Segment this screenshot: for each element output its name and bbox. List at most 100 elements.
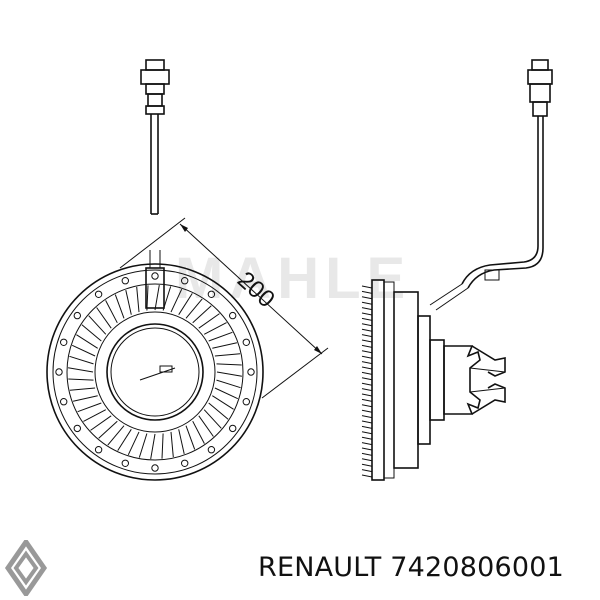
cooling-fin xyxy=(81,324,102,342)
cooling-fin xyxy=(154,285,160,311)
rim-bolt xyxy=(247,368,255,376)
side-fin xyxy=(361,447,373,451)
rim-bolt xyxy=(229,311,237,320)
cooling-fin xyxy=(185,425,196,450)
side-fin xyxy=(361,312,373,316)
side-fin xyxy=(361,323,373,327)
side-fin xyxy=(361,350,373,354)
cooling-fin xyxy=(214,387,239,400)
cooling-fin xyxy=(125,289,132,315)
side-fin xyxy=(361,458,373,462)
side-fin xyxy=(361,436,373,440)
cooling-fin xyxy=(107,425,125,446)
brand-name: RENAULT xyxy=(258,552,382,583)
front-sensor xyxy=(140,59,170,215)
cooling-fin xyxy=(216,379,241,389)
cooling-fin xyxy=(216,363,242,366)
cooling-fin xyxy=(198,313,220,329)
watermark: MAHLE xyxy=(175,246,411,311)
cooling-fin xyxy=(170,288,183,313)
side-fin xyxy=(361,301,373,305)
cooling-fin xyxy=(88,315,107,335)
side-view-fan-clutch xyxy=(361,279,506,481)
side-fin xyxy=(361,415,373,419)
side-fin xyxy=(361,296,373,300)
side-fin xyxy=(361,382,373,386)
side-fin xyxy=(361,409,373,413)
side-fin xyxy=(361,452,373,456)
cooling-fin xyxy=(69,355,94,365)
rim-bolt xyxy=(242,338,251,346)
cooling-fin xyxy=(68,367,94,373)
rim-bolt xyxy=(94,446,103,454)
front-view-fan-clutch xyxy=(46,250,264,481)
cooling-fin xyxy=(138,433,148,458)
rim-bolt xyxy=(94,290,103,298)
side-fin xyxy=(361,398,373,402)
rim-bolt xyxy=(207,446,216,454)
rim-bolt xyxy=(60,398,68,406)
cooling-fin xyxy=(150,433,156,459)
side-fin xyxy=(361,463,373,467)
cooling-fin xyxy=(71,344,96,357)
side-fin xyxy=(361,469,373,473)
renault-logo-icon xyxy=(4,540,48,596)
cooling-fin xyxy=(203,322,227,335)
side-fin xyxy=(361,307,373,311)
rim-bolt xyxy=(207,290,216,298)
cooling-fin xyxy=(72,395,98,402)
cooling-fin xyxy=(96,307,112,329)
cooling-fin xyxy=(76,334,98,349)
side-sensor xyxy=(429,59,553,311)
side-fin xyxy=(361,334,373,338)
side-fin xyxy=(361,361,373,365)
rim-bolt xyxy=(181,277,189,285)
side-fin xyxy=(361,290,373,294)
rim-bolt xyxy=(73,424,82,433)
side-fin xyxy=(361,404,373,408)
cooling-fin xyxy=(146,285,149,311)
side-fin xyxy=(361,344,373,348)
cooling-fin xyxy=(77,402,102,413)
rim-bolt xyxy=(181,459,189,467)
cooling-fin xyxy=(117,429,132,451)
cooling-fin xyxy=(90,415,112,431)
cooling-fin xyxy=(216,371,242,377)
side-fin xyxy=(361,366,373,370)
side-fin xyxy=(361,388,373,392)
cooling-fin xyxy=(136,286,140,313)
part-number: 7420806001 xyxy=(390,552,565,583)
cooling-fin xyxy=(192,420,205,444)
cooling-fin xyxy=(161,433,164,459)
cooling-fin xyxy=(114,294,125,319)
rim-bolt xyxy=(229,424,237,433)
rim-bolt xyxy=(55,368,63,376)
rim-bolt xyxy=(242,398,251,406)
rim-bolt xyxy=(151,464,159,472)
side-fin xyxy=(361,474,373,478)
cooling-fin xyxy=(212,342,238,349)
side-fin xyxy=(361,420,373,424)
cooling-fin xyxy=(192,305,212,324)
side-fin xyxy=(361,425,373,429)
rim-bolt xyxy=(151,272,159,280)
cooling-fin xyxy=(68,378,94,381)
cooling-fin xyxy=(98,420,118,439)
cooling-fin xyxy=(170,431,174,458)
cooling-fin xyxy=(203,409,222,429)
part-caption: RENAULT 7420806001 xyxy=(258,552,564,583)
rim-bolt xyxy=(60,338,68,346)
side-fin xyxy=(361,285,373,289)
rim-bolt xyxy=(121,459,130,467)
cooling-fin xyxy=(83,409,107,422)
side-fin xyxy=(361,328,373,332)
side-fin xyxy=(361,393,373,397)
cooling-fin xyxy=(178,429,185,455)
cooling-fin xyxy=(178,293,193,315)
side-fin xyxy=(361,377,373,381)
cooling-fin xyxy=(208,402,229,420)
rim-bolt xyxy=(121,277,130,285)
side-fin xyxy=(361,442,373,446)
side-fin xyxy=(361,355,373,359)
cooling-fin xyxy=(212,395,234,410)
